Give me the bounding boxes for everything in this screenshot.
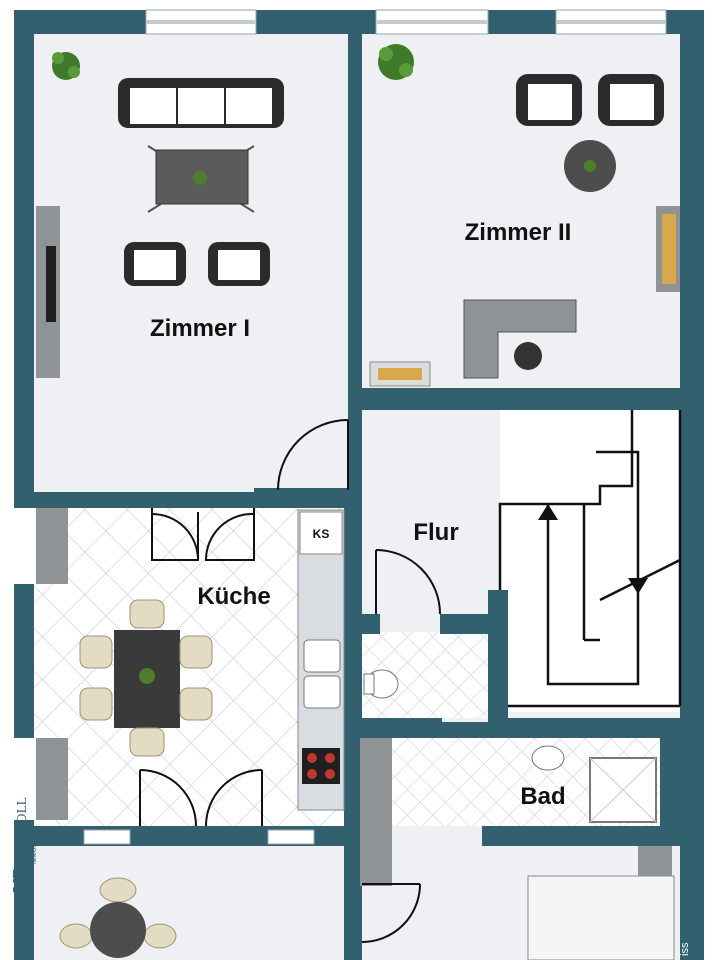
dining-table	[114, 630, 180, 728]
plant-icon	[52, 52, 80, 80]
sofa	[118, 78, 284, 128]
bed	[527, 846, 675, 960]
tv-unit	[36, 206, 60, 378]
floor-stair-area	[500, 410, 680, 712]
sideboard	[369, 361, 431, 387]
stairs-arrow-icon	[538, 504, 648, 594]
appliance-label-ks: KS	[313, 527, 330, 541]
coffee-table	[147, 145, 255, 213]
shower-icon	[589, 757, 657, 823]
room-label-zimmer2: Zimmer II	[465, 219, 572, 246]
floors	[34, 34, 680, 960]
logo-name: VON POLL	[15, 798, 29, 865]
bottom-round-table	[59, 877, 177, 958]
sink-icon	[531, 745, 565, 771]
toilet-icon	[363, 669, 399, 699]
room-label-kueche: Küche	[197, 583, 270, 610]
stove-icon	[302, 748, 340, 784]
logo: VP VON POLL IMMOBILIEN	[10, 798, 38, 893]
side-table	[564, 140, 616, 192]
windows	[14, 9, 667, 886]
logo-mark: VP	[10, 867, 31, 893]
logo-sub: IMMOBILIEN	[32, 829, 38, 864]
room-label-flur: Flur	[413, 519, 458, 546]
bookshelf	[656, 206, 680, 292]
sink-icon	[303, 639, 341, 709]
desk	[463, 299, 577, 379]
door-swing-icon	[139, 419, 441, 943]
plant-icon	[378, 44, 414, 80]
stairs	[498, 410, 682, 708]
armchair	[516, 74, 664, 126]
room-label-bad: Bad	[520, 783, 565, 810]
edge-text: iss	[679, 942, 691, 956]
armchair	[124, 242, 270, 286]
room-label-zimmer1: Zimmer I	[150, 315, 250, 342]
dining-chair	[79, 599, 213, 757]
